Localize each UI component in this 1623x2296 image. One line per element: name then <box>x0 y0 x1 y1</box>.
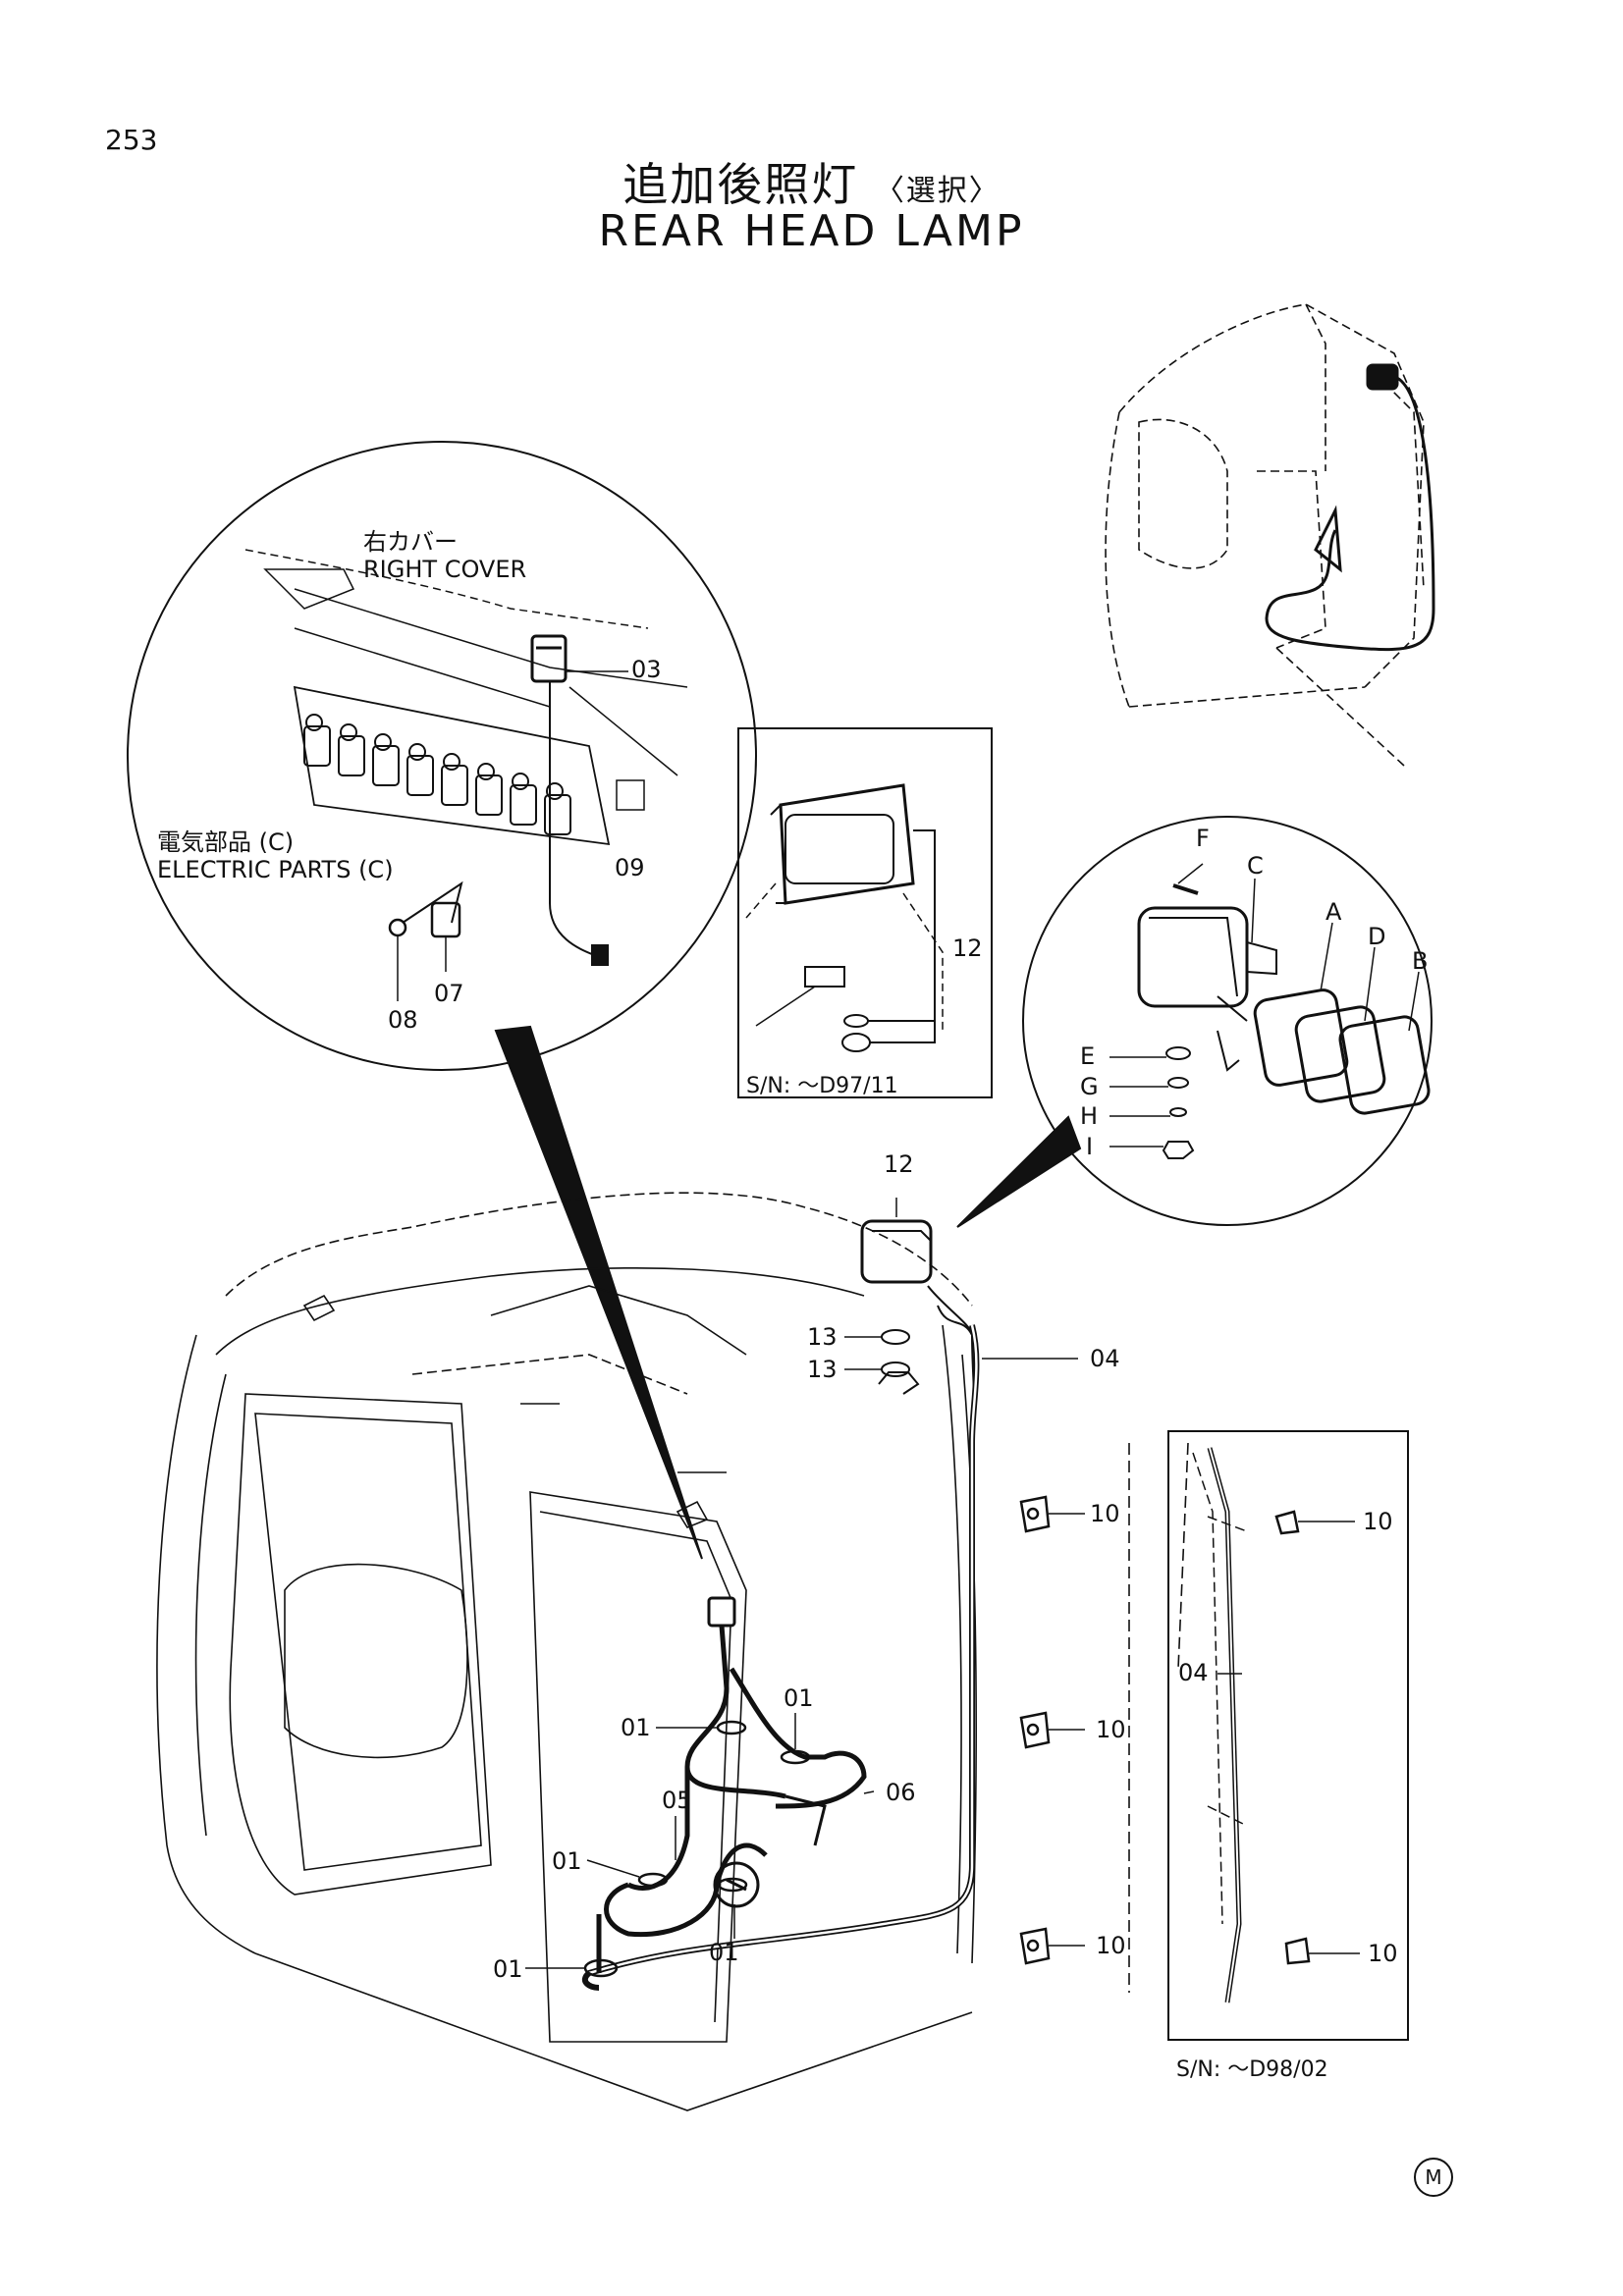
title-jp-note: 〈選択〉 <box>874 174 1001 208</box>
label-H: H <box>1080 1102 1099 1130</box>
label-part-03: 03 <box>631 656 662 683</box>
detail-circle-electric <box>127 441 757 1071</box>
label-part-10-inset-a: 10 <box>1363 1508 1393 1535</box>
cab-lamp-harness <box>1265 363 1435 652</box>
leader-lines-lamp <box>1109 863 1420 1148</box>
label-B: B <box>1412 947 1429 975</box>
harness-clamps-01 <box>583 1720 811 1978</box>
label-part-10-a: 10 <box>1090 1500 1120 1527</box>
label-sn-d97: S/N: ～D97/11 <box>746 1074 898 1098</box>
inset-box-d98 <box>1167 1430 1409 2041</box>
m-mark: M <box>1414 2158 1453 2197</box>
label-electric-parts-jp: 電気部品 (C) <box>157 828 295 856</box>
label-part-01-e: 01 <box>493 1955 523 1983</box>
label-I: I <box>1086 1133 1094 1160</box>
label-part-08: 08 <box>388 1006 418 1034</box>
cab-main-drawing <box>156 1192 1189 2111</box>
label-E: E <box>1080 1042 1096 1070</box>
label-part-13-b: 13 <box>807 1356 838 1383</box>
pointer-wedge-left <box>494 1025 703 1560</box>
label-part-01-d: 01 <box>709 1939 739 1966</box>
label-part-01-c: 01 <box>552 1847 582 1875</box>
label-part-01-b: 01 <box>784 1684 814 1712</box>
clamps-10 <box>1019 1495 1051 1965</box>
label-part-06: 06 <box>886 1779 916 1806</box>
label-part-10-b: 10 <box>1096 1716 1126 1743</box>
title-english: REAR HEAD LAMP <box>598 206 1025 256</box>
label-part-12: 12 <box>884 1150 914 1178</box>
label-part-04: 04 <box>1090 1345 1120 1372</box>
label-electric-parts-en: ELECTRIC PARTS (C) <box>157 856 394 883</box>
leader-lines-cab <box>525 1198 1360 1969</box>
label-D: D <box>1368 923 1386 950</box>
label-A: A <box>1325 898 1342 926</box>
label-right-cover-jp: 右カバー <box>363 528 458 556</box>
label-part-10-inset-b: 10 <box>1368 1940 1398 1967</box>
label-part-09: 09 <box>615 854 645 881</box>
label-sn-d98: S/N: ～D98/02 <box>1176 2057 1328 2082</box>
title-japanese: 追加後照灯 〈選択〉 <box>0 149 1623 214</box>
title-jp-text: 追加後照灯 <box>622 158 859 211</box>
label-C: C <box>1247 852 1264 880</box>
label-part-04-inset: 04 <box>1178 1659 1209 1686</box>
label-part-13-a: 13 <box>807 1323 838 1351</box>
label-right-cover-en: RIGHT COVER <box>363 556 527 583</box>
label-part-12-inset: 12 <box>952 934 983 962</box>
inset-box-d97 <box>737 727 993 1098</box>
page-number: 253 <box>105 124 158 156</box>
lamp-12-on-cab <box>860 1219 976 1424</box>
label-part-05: 05 <box>662 1787 692 1814</box>
pointer-wedge-right <box>956 1115 1082 1228</box>
label-G: G <box>1080 1073 1099 1100</box>
label-F: F <box>1196 825 1210 852</box>
label-part-10-c: 10 <box>1096 1932 1126 1959</box>
label-part-07: 07 <box>434 980 464 1007</box>
detail-circle-lamp <box>1022 816 1433 1226</box>
label-part-01-a: 01 <box>621 1714 651 1741</box>
